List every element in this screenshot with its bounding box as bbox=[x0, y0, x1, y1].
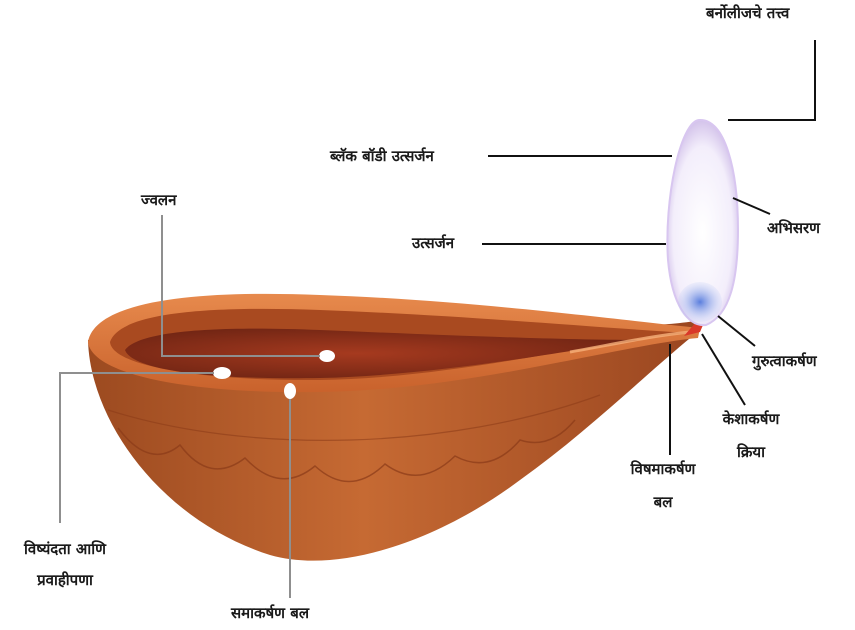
leader-gravity bbox=[718, 316, 755, 346]
label-viscosity-line2: प्रवाहीपणा bbox=[0, 571, 130, 590]
label-cohesion: समाकर्षण बल bbox=[231, 604, 309, 623]
leader-capillary bbox=[702, 334, 745, 405]
label-combustion: ज्वलन bbox=[141, 191, 176, 210]
label-bernoulli: बर्नोलीजचे तत्त्व bbox=[706, 4, 789, 23]
label-differential-line2: बल bbox=[598, 493, 728, 512]
label-differential-line1: विषमाकर्षण bbox=[598, 460, 728, 479]
label-viscosity: विष्यंदता आणि प्रवाहीपणा bbox=[0, 540, 130, 590]
label-viscosity-line1: विष्यंदता आणि bbox=[0, 540, 130, 559]
label-convergence: अभिसरण bbox=[767, 219, 820, 238]
label-gravity: गुरुत्वाकर्षण bbox=[752, 352, 817, 371]
label-black-body: ब्लॅक बॉडी उत्सर्जन bbox=[330, 147, 434, 166]
label-capillary: केशाकर्षण क्रिया bbox=[712, 410, 790, 462]
marker-viscosity bbox=[213, 367, 231, 379]
label-emission: उत्सर्जन bbox=[412, 234, 454, 253]
label-differential: विषमाकर्षण बल bbox=[598, 460, 728, 512]
label-capillary-line1: केशाकर्षण bbox=[712, 410, 790, 429]
marker-cohesion bbox=[284, 383, 296, 399]
marker-combustion bbox=[319, 350, 335, 362]
leader-bernoulli bbox=[728, 40, 815, 120]
flame-base-blue bbox=[678, 282, 722, 322]
